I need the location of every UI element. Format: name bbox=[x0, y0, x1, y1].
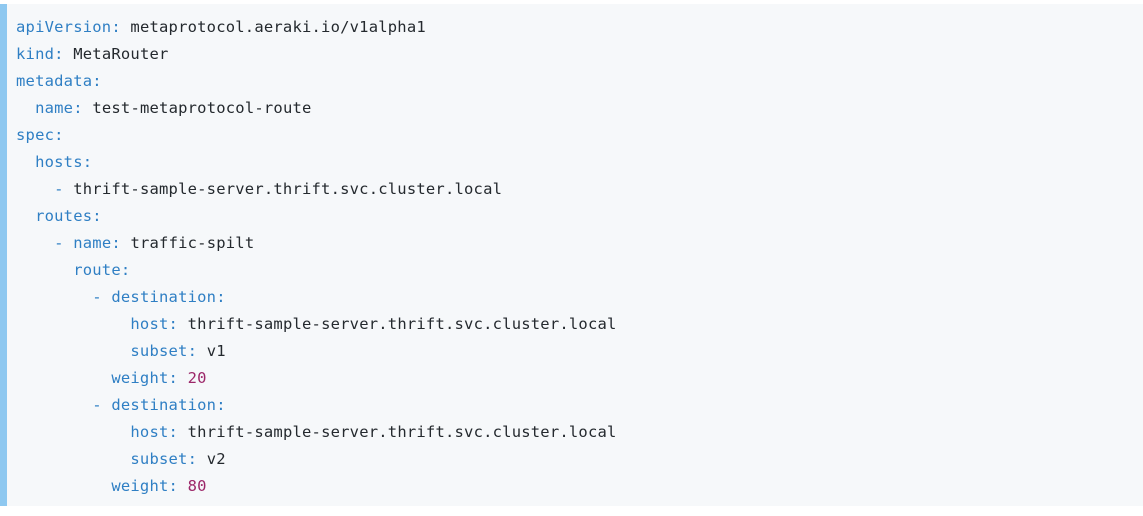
yaml-key: destination bbox=[111, 288, 217, 306]
yaml-colon: : bbox=[168, 477, 179, 495]
line-host-1: host: thrift-sample-server.thrift.svc.cl… bbox=[16, 311, 1143, 338]
yaml-colon: : bbox=[54, 126, 64, 144]
yaml-line-list: apiVersion: metaprotocol.aeraki.io/v1alp… bbox=[16, 14, 1143, 500]
yaml-colon: : bbox=[168, 315, 179, 333]
yaml-string-value: thrift-sample-server.thrift.svc.cluster.… bbox=[187, 315, 617, 333]
yaml-colon: : bbox=[92, 207, 102, 225]
space bbox=[121, 18, 131, 36]
yaml-string-value: thrift-sample-server.thrift.svc.cluster.… bbox=[73, 180, 503, 198]
yaml-key: host bbox=[130, 315, 169, 333]
line-host-2: host: thrift-sample-server.thrift.svc.cl… bbox=[16, 419, 1143, 446]
yaml-key: metadata bbox=[16, 72, 93, 90]
line-spec: spec: bbox=[16, 122, 1143, 149]
yaml-colon: : bbox=[111, 234, 121, 252]
yaml-string-value: v2 bbox=[206, 450, 226, 468]
line-destination-1: - destination: bbox=[16, 284, 1143, 311]
yaml-number-value: 80 bbox=[187, 477, 207, 495]
indent bbox=[16, 315, 130, 333]
yaml-key: apiVersion bbox=[16, 18, 112, 36]
yaml-key: subset bbox=[130, 342, 188, 360]
yaml-string-value: traffic-spilt bbox=[130, 234, 255, 252]
indent bbox=[16, 180, 54, 198]
indent bbox=[16, 369, 111, 387]
line-destination-2: - destination: bbox=[16, 392, 1143, 419]
line-subset-1: subset: v1 bbox=[16, 338, 1143, 365]
indent bbox=[16, 450, 130, 468]
yaml-code-block: apiVersion: metaprotocol.aeraki.io/v1alp… bbox=[0, 4, 1143, 506]
indent bbox=[16, 234, 54, 252]
space bbox=[178, 423, 188, 441]
indent bbox=[16, 396, 92, 414]
line-weight-1: weight: 20 bbox=[16, 365, 1143, 392]
indent bbox=[16, 99, 35, 117]
line-weight-2: weight: 80 bbox=[16, 473, 1143, 500]
yaml-key: weight bbox=[111, 477, 169, 495]
yaml-string-value: metaprotocol.aeraki.io/v1alpha1 bbox=[130, 18, 426, 36]
yaml-colon: : bbox=[120, 261, 131, 279]
space bbox=[178, 315, 188, 333]
yaml-colon: : bbox=[168, 369, 179, 387]
list-dash: - bbox=[54, 234, 74, 252]
yaml-colon: : bbox=[168, 423, 179, 441]
yaml-key: name bbox=[73, 234, 112, 252]
code-scroll-area[interactable]: apiVersion: metaprotocol.aeraki.io/v1alp… bbox=[7, 4, 1143, 506]
indent bbox=[16, 153, 35, 171]
line-subset-2: subset: v2 bbox=[16, 446, 1143, 473]
yaml-colon: : bbox=[54, 45, 64, 63]
line-metadata: metadata: bbox=[16, 68, 1143, 95]
indent bbox=[16, 477, 111, 495]
space bbox=[178, 477, 188, 495]
line-apiversion: apiVersion: metaprotocol.aeraki.io/v1alp… bbox=[16, 14, 1143, 41]
space bbox=[197, 450, 207, 468]
list-dash: - bbox=[92, 288, 112, 306]
indent bbox=[16, 342, 130, 360]
yaml-colon: : bbox=[216, 288, 226, 306]
yaml-number-value: 20 bbox=[187, 369, 207, 387]
indent bbox=[16, 261, 73, 279]
indent bbox=[16, 288, 92, 306]
line-route: route: bbox=[16, 257, 1143, 284]
line-kind: kind: MetaRouter bbox=[16, 41, 1143, 68]
yaml-key: subset bbox=[130, 450, 188, 468]
line-route-name: - name: traffic-spilt bbox=[16, 230, 1143, 257]
yaml-colon: : bbox=[73, 99, 83, 117]
yaml-key: name bbox=[35, 99, 74, 117]
yaml-key: destination bbox=[111, 396, 217, 414]
yaml-key: routes bbox=[35, 207, 93, 225]
yaml-key: spec bbox=[16, 126, 55, 144]
space bbox=[64, 45, 74, 63]
yaml-string-value: v1 bbox=[206, 342, 226, 360]
yaml-colon: : bbox=[111, 18, 121, 36]
yaml-key: kind bbox=[16, 45, 55, 63]
line-routes: routes: bbox=[16, 203, 1143, 230]
line-hosts: hosts: bbox=[16, 149, 1143, 176]
yaml-key: route bbox=[73, 261, 121, 279]
yaml-key: weight bbox=[111, 369, 169, 387]
space bbox=[197, 342, 207, 360]
yaml-string-value: thrift-sample-server.thrift.svc.cluster.… bbox=[187, 423, 617, 441]
list-dash: - bbox=[54, 180, 74, 198]
yaml-colon: : bbox=[92, 72, 102, 90]
space bbox=[83, 99, 93, 117]
yaml-colon: : bbox=[187, 342, 198, 360]
yaml-key: host bbox=[130, 423, 169, 441]
yaml-colon: : bbox=[82, 153, 93, 171]
line-metadata-name: name: test-metaprotocol-route bbox=[16, 95, 1143, 122]
space bbox=[178, 369, 188, 387]
indent bbox=[16, 423, 130, 441]
line-hosts-item: - thrift-sample-server.thrift.svc.cluste… bbox=[16, 176, 1143, 203]
yaml-colon: : bbox=[216, 396, 226, 414]
yaml-string-value: test-metaprotocol-route bbox=[92, 99, 312, 117]
yaml-string-value: MetaRouter bbox=[73, 45, 169, 63]
yaml-key: hosts bbox=[35, 153, 83, 171]
list-dash: - bbox=[92, 396, 112, 414]
indent bbox=[16, 207, 35, 225]
yaml-colon: : bbox=[187, 450, 198, 468]
